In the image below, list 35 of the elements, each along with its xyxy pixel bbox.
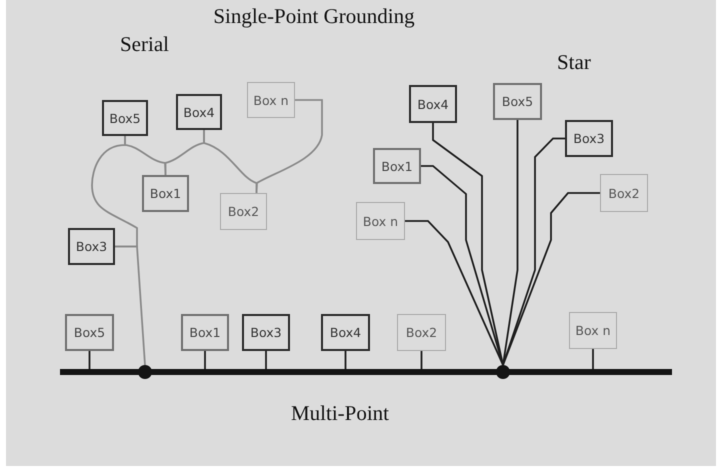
device-box: Box n — [356, 202, 405, 240]
device-box: Box4 — [321, 314, 370, 351]
section-label: Serial — [120, 32, 169, 57]
ground-wire — [91, 136, 138, 248]
ground-wire — [502, 192, 600, 366]
device-box: Box3 — [565, 120, 613, 157]
device-box: Box1 — [373, 148, 421, 184]
ground-wire — [344, 351, 346, 369]
device-box: Box1 — [181, 314, 229, 351]
ground-bus — [60, 369, 672, 375]
device-box: Box3 — [68, 228, 115, 265]
device-box: Box4 — [176, 94, 222, 130]
section-label: Star — [557, 50, 591, 75]
device-box: Box4 — [409, 85, 457, 123]
ground-wire — [265, 351, 267, 369]
device-box: Box n — [569, 312, 617, 349]
ground-wire — [115, 246, 146, 366]
ground-wire — [405, 220, 504, 366]
device-box: Box5 — [493, 83, 542, 120]
device-box: Box5 — [102, 100, 148, 136]
ground-wire — [592, 349, 594, 369]
ground-wire — [88, 351, 90, 369]
device-box: Box1 — [142, 175, 189, 212]
device-box: Box n — [247, 82, 295, 118]
ground-point — [496, 365, 510, 379]
device-box: Box3 — [242, 314, 290, 351]
diagram-title: Single-Point Grounding — [212, 4, 416, 29]
ground-wire — [420, 351, 422, 369]
device-box: Box2 — [220, 193, 267, 230]
ground-wire — [204, 351, 206, 369]
device-box: Box5 — [65, 314, 114, 351]
section-label: Multi-Point — [291, 401, 390, 426]
ground-point — [138, 365, 152, 379]
device-box: Box2 — [600, 174, 648, 212]
device-box: Box2 — [397, 314, 446, 351]
